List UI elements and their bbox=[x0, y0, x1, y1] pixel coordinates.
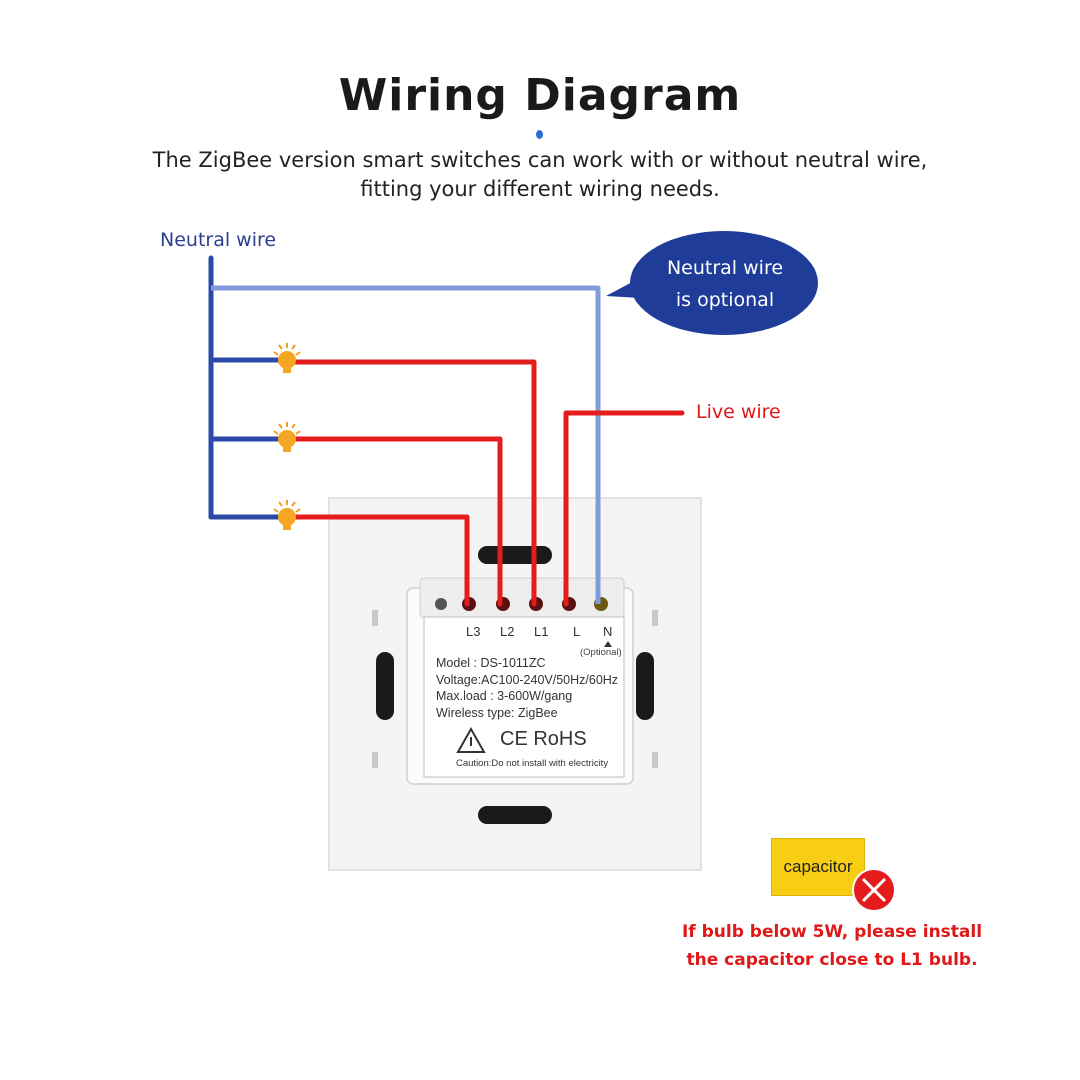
warning-text: If bulb below 5W, please install the cap… bbox=[672, 918, 992, 974]
module-spec: Model : DS-1011ZC Voltage:AC100-240V/50H… bbox=[436, 655, 618, 721]
bubble-line-2: is optional bbox=[675, 289, 775, 311]
load-wire-l3 bbox=[293, 514, 470, 607]
neutral-wire-label: Neutral wire bbox=[160, 229, 277, 251]
page-title: Wiring Diagram bbox=[338, 70, 742, 121]
spec-voltage: Voltage:AC100-240V/50Hz/60Hz bbox=[436, 672, 619, 687]
speech-bubble bbox=[606, 231, 818, 335]
subtitle-line-2: fitting your different wiring needs. bbox=[360, 177, 720, 201]
neutral-optional-wire bbox=[211, 285, 601, 604]
title-dot bbox=[536, 130, 543, 139]
spec-wireless: Wireless type: ZigBee bbox=[436, 705, 558, 720]
load-wire-l1 bbox=[293, 359, 537, 607]
capacitor-box: capacitor bbox=[771, 838, 865, 896]
terminal-label-l2: L2 bbox=[500, 624, 515, 639]
cert-marks: CE RoHS bbox=[500, 728, 587, 750]
plate-mark bbox=[652, 610, 658, 626]
load-wire-l2 bbox=[293, 436, 503, 607]
module-label bbox=[423, 616, 625, 778]
no-entry-x-icon bbox=[852, 868, 896, 912]
bulb-icon bbox=[273, 500, 301, 530]
live-wires bbox=[293, 359, 685, 607]
live-wire-label: Live wire bbox=[696, 401, 781, 423]
bubble-line-1: Neutral wire bbox=[666, 257, 784, 279]
plate-slot-top bbox=[478, 546, 552, 564]
neutral-wires bbox=[208, 255, 286, 520]
bulb-icon bbox=[273, 343, 301, 373]
plate-slot-right bbox=[636, 652, 654, 720]
plate-slot-left bbox=[376, 652, 394, 720]
subtitle-line-1: The ZigBee version smart switches can wo… bbox=[152, 148, 928, 172]
terminal-label-l1: L1 bbox=[534, 624, 549, 639]
bubble-text: Neutral wire is optional bbox=[640, 252, 810, 316]
spec-max-load: Max.load : 3-600W/gang bbox=[436, 689, 573, 703]
plate-slot-bottom bbox=[478, 806, 552, 824]
caution-text: Caution:Do not install with electricity bbox=[456, 758, 609, 769]
screw-left bbox=[435, 598, 447, 610]
plate-mark bbox=[652, 752, 658, 768]
plate-mark bbox=[372, 752, 378, 768]
spec-model: Model : DS-1011ZC bbox=[436, 656, 546, 670]
live-wire bbox=[563, 410, 685, 607]
warning-triangle-icon bbox=[456, 726, 486, 753]
warning-line-1: If bulb below 5W, please install bbox=[681, 922, 983, 942]
optional-label: (Optional) bbox=[580, 647, 622, 658]
terminal-label-n: N bbox=[603, 624, 613, 639]
plate-mark bbox=[372, 610, 378, 626]
module-terminal-block bbox=[419, 577, 625, 619]
warning-line-2: the capacitor close to L1 bulb. bbox=[686, 950, 978, 970]
terminal-label-l: L bbox=[573, 624, 581, 639]
subtitle: The ZigBee version smart switches can wo… bbox=[0, 146, 1080, 204]
optional-arrow-icon bbox=[604, 641, 612, 647]
terminal-label-l3: L3 bbox=[466, 624, 481, 639]
bulb-icon bbox=[273, 422, 301, 452]
